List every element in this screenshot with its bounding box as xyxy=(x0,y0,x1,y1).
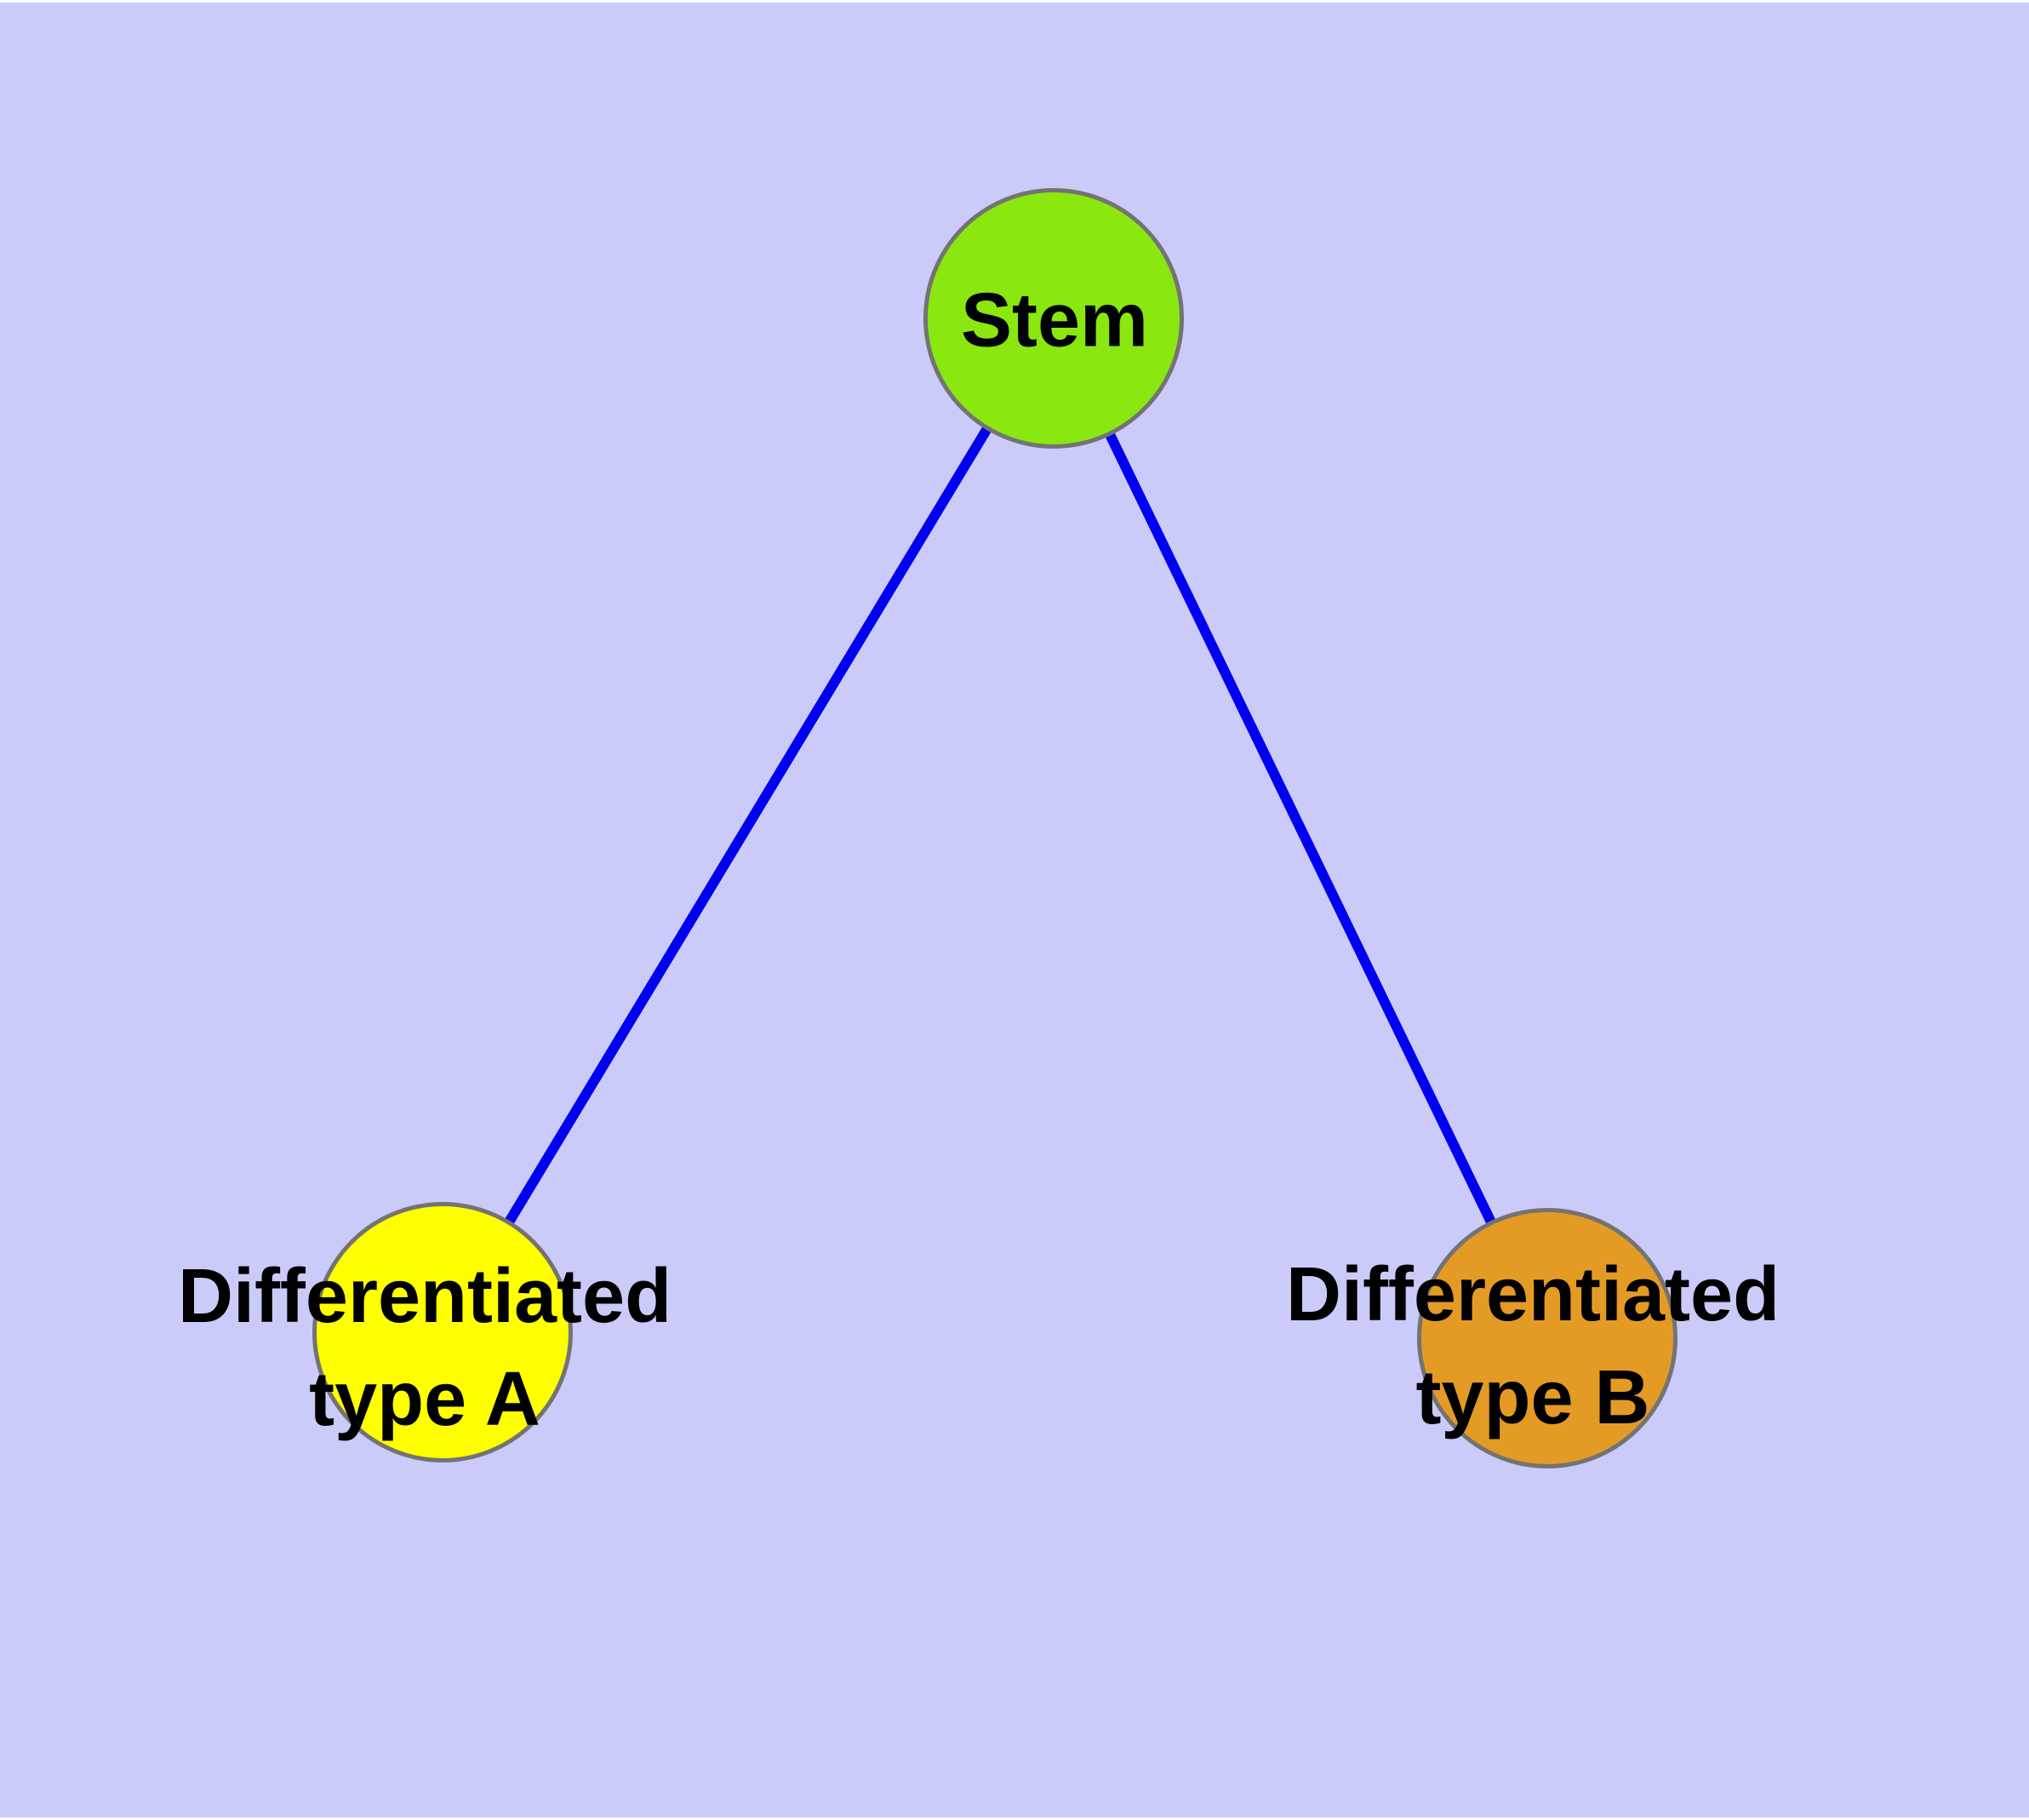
node-diff-b-label-line: Differentiated xyxy=(1285,1252,1780,1337)
node-diff-a xyxy=(312,1202,573,1462)
node-diff-b-label: Differentiated type B xyxy=(1286,1244,1780,1450)
node-diff-a-label: Differentiated type A xyxy=(178,1245,672,1451)
node-stem-label-line: Stem xyxy=(960,278,1149,363)
node-diff-a-label-line: type A xyxy=(309,1357,540,1442)
node-diff-b-label-line: type B xyxy=(1415,1355,1650,1440)
edge-stem-diff-b xyxy=(1049,316,1552,1341)
node-diff-a-label-line: Differentiated xyxy=(177,1254,672,1339)
node-diff-b xyxy=(1417,1208,1677,1468)
edge-stem-diff-a xyxy=(437,315,1059,1336)
node-stem xyxy=(923,188,1184,449)
node-stem-label: Stem xyxy=(961,270,1148,373)
